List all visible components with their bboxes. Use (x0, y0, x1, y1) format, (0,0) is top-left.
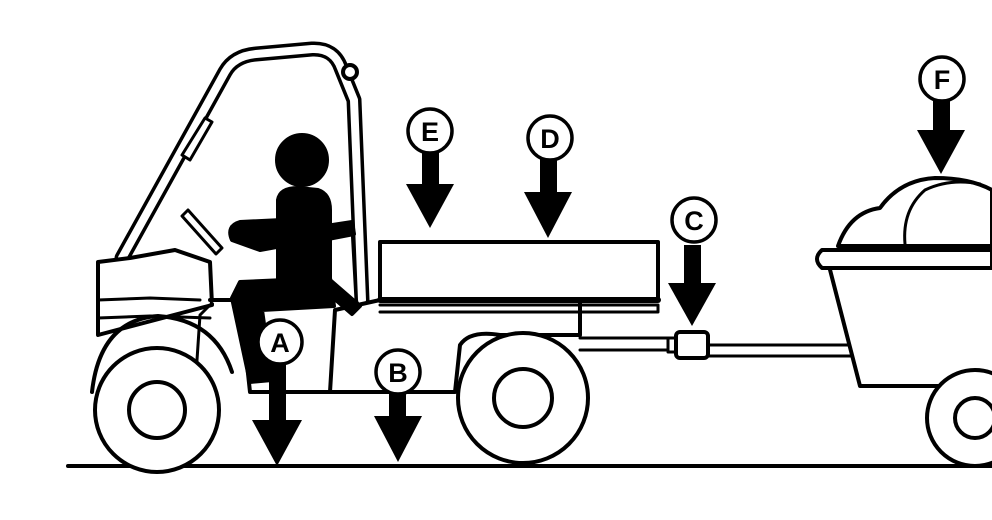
rear-wheel (456, 331, 590, 465)
arrow-d (524, 158, 572, 238)
callout-label-c: C (684, 206, 704, 236)
front-hood (96, 248, 214, 337)
cart-load (836, 176, 992, 248)
front-wheel (93, 346, 221, 474)
cart-body (826, 260, 992, 388)
callout-circle-f (918, 55, 966, 103)
callout-label-f: F (934, 65, 951, 95)
operator-figure (228, 133, 362, 384)
cargo-bed (378, 240, 660, 302)
arrow-e (406, 152, 454, 228)
cart-wheel (925, 368, 992, 468)
callout-circle-d (526, 114, 574, 162)
utility-vehicle (90, 41, 670, 474)
callout-circle-a (256, 318, 304, 366)
arrow-c (668, 245, 716, 326)
callout-circle-c (670, 196, 718, 244)
hitch-bar (578, 336, 670, 352)
callout-label-e: E (421, 117, 439, 147)
arrow-b (374, 390, 422, 462)
steering-wheel (180, 208, 224, 256)
arrow-f (917, 100, 965, 174)
callout-label-b: B (388, 358, 408, 388)
callout-label-a: A (270, 328, 290, 358)
callout-circle-b (374, 348, 422, 396)
hitch-coupler (674, 330, 710, 360)
callout-circle-e (406, 107, 454, 155)
chassis (208, 298, 582, 394)
towed-cart (666, 176, 992, 468)
arrow-a (252, 360, 302, 466)
callout-label-d: D (540, 124, 560, 154)
